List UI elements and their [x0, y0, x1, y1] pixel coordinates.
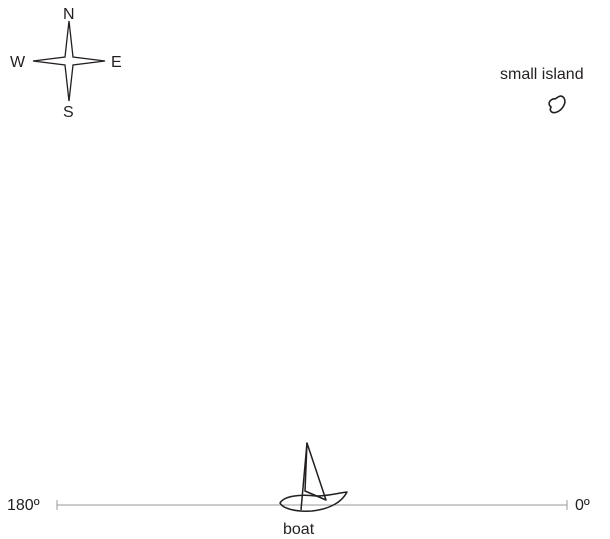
- boat-icon: [279, 442, 348, 512]
- baseline: [56, 500, 568, 510]
- compass-east-label: E: [111, 54, 122, 71]
- compass-south-label: S: [63, 104, 74, 121]
- compass-rose-icon: [32, 20, 106, 102]
- angle-0-label: 0º: [575, 497, 590, 514]
- compass-west-label: W: [10, 54, 26, 71]
- compass-north-label: N: [63, 6, 75, 23]
- island-label: small island: [500, 66, 584, 83]
- angle-180-label: 180º: [7, 497, 40, 514]
- boat-label: boat: [283, 521, 315, 538]
- island-icon: [548, 95, 566, 114]
